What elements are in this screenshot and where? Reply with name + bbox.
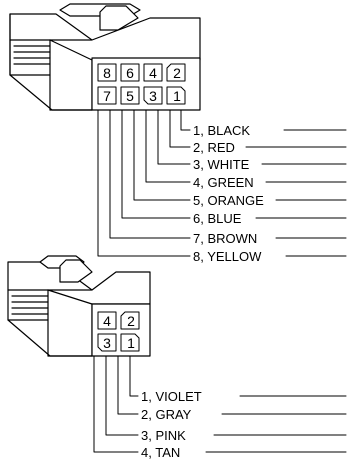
pin-label-5: 5 <box>126 88 134 104</box>
eight-pin-wire-labels: 1, BLACK 2, RED 3, WHITE 4, GREEN 5, ORA… <box>193 123 264 264</box>
wire-label: 3, WHITE <box>193 157 250 172</box>
four-pin-numbers: 4 2 3 1 <box>103 313 135 351</box>
wire-label: 6, BLUE <box>193 211 242 226</box>
pin-label-4: 4 <box>103 313 111 329</box>
four-pin-connector <box>7 255 151 357</box>
wire-label: 4, TAN <box>141 445 180 460</box>
wire-label: 2, RED <box>193 140 235 155</box>
pin-label-6: 6 <box>126 65 134 81</box>
four-pin-leads <box>93 355 347 453</box>
wire-label: 3, PINK <box>141 428 186 443</box>
pin-label-2: 2 <box>173 65 181 81</box>
eight-pin-numbers: 8 6 4 2 7 5 3 1 <box>103 65 181 104</box>
wire-label: 7, BROWN <box>193 231 257 246</box>
wire-label: 1, VIOLET <box>141 389 202 404</box>
pin-label-3: 3 <box>149 88 157 104</box>
eight-pin-leads <box>97 109 347 257</box>
wire-label: 1, BLACK <box>193 123 250 138</box>
four-pin-wire-labels: 1, VIOLET 2, GRAY 3, PINK 4, TAN <box>141 389 202 460</box>
wire-label: 5, ORANGE <box>193 193 264 208</box>
four-pin-cavities <box>97 311 140 352</box>
wire-label: 2, GRAY <box>141 407 192 422</box>
pin-label-4: 4 <box>149 65 157 81</box>
pin-label-8: 8 <box>103 65 111 81</box>
wire-label: 4, GREEN <box>193 175 254 190</box>
wire-label: 8, YELLOW <box>193 249 262 264</box>
pin-label-2: 2 <box>127 313 135 329</box>
pin-label-3: 3 <box>103 335 111 351</box>
pin-label-1: 1 <box>127 335 135 351</box>
pin-label-1: 1 <box>173 88 181 104</box>
pin-label-7: 7 <box>103 88 111 104</box>
eight-pin-cavities <box>97 63 186 105</box>
